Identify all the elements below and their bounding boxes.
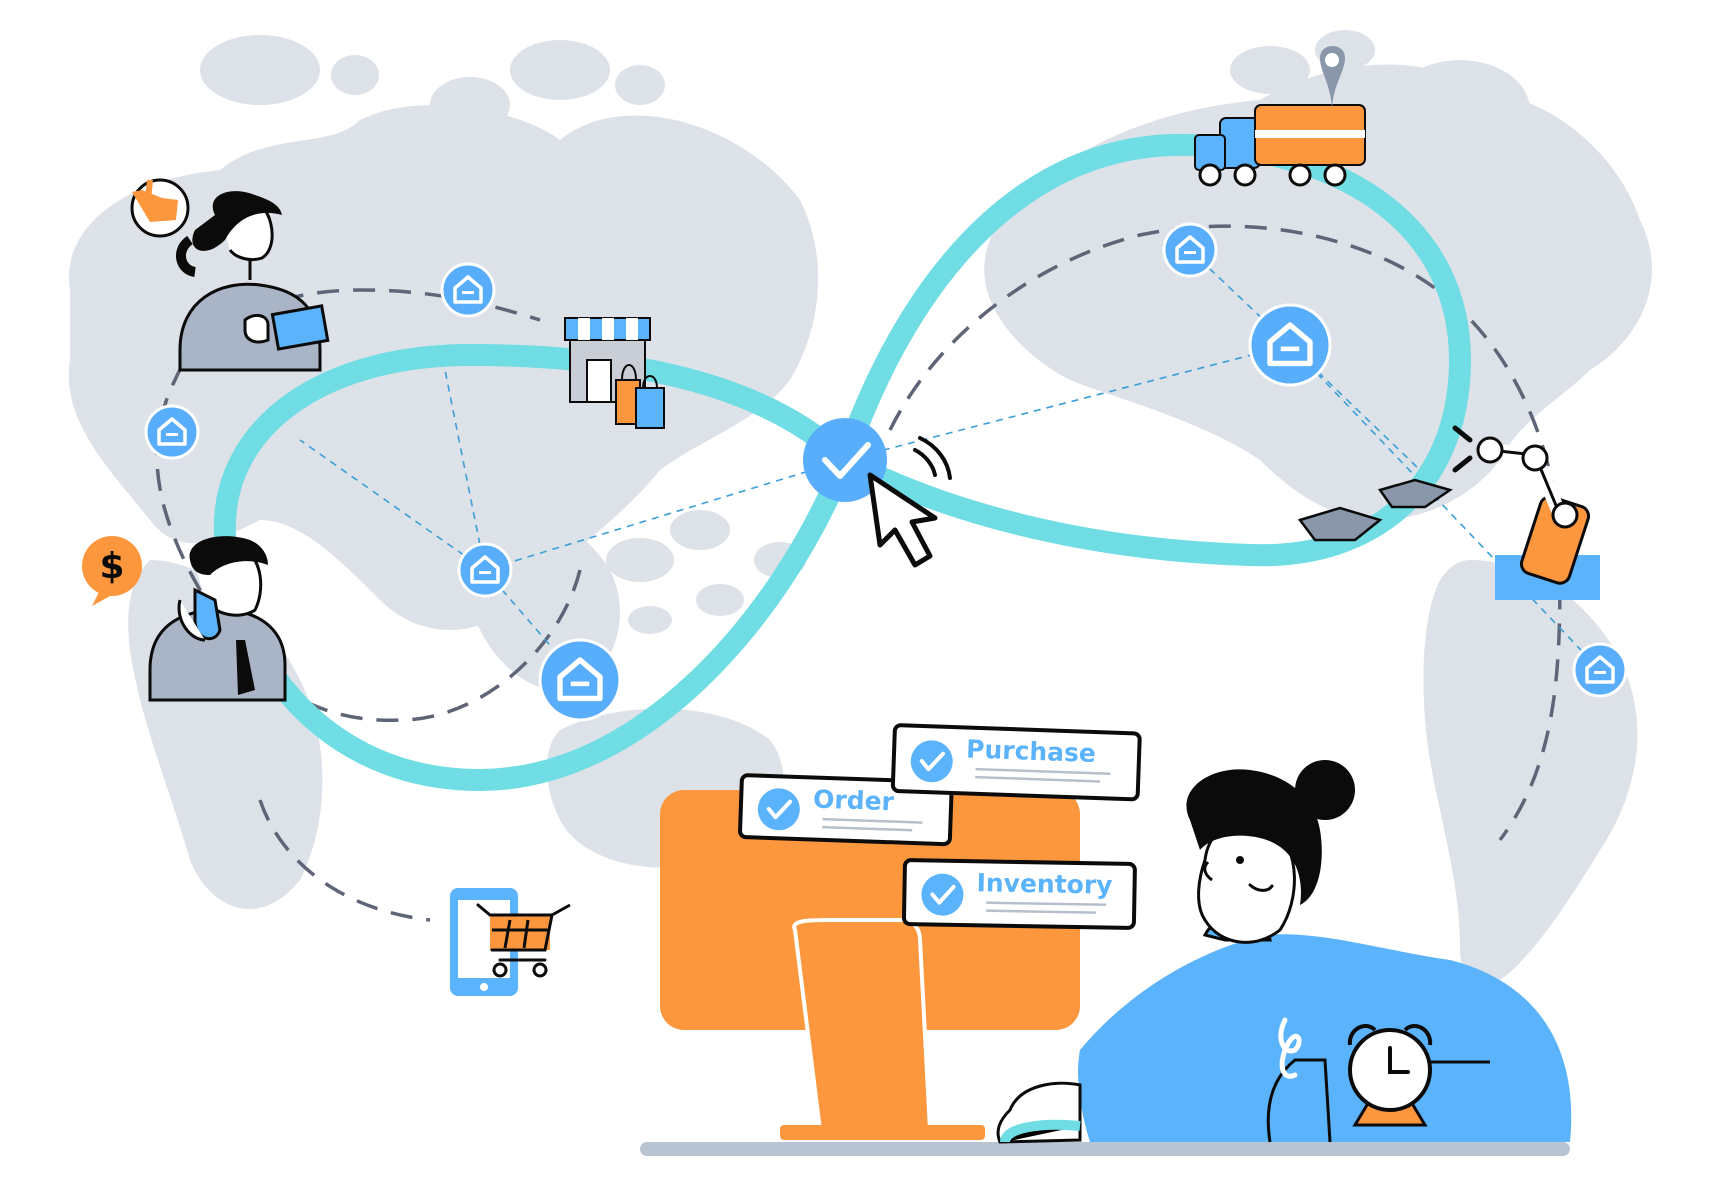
thumbs-up-bubble-icon: [130, 178, 190, 238]
truck-icon: [1194, 104, 1366, 187]
person-worker: [996, 760, 1572, 1144]
warehouse-icon: [144, 404, 200, 460]
phone-cart-icon: [450, 888, 571, 996]
svg-text:$: $: [99, 546, 124, 587]
computer-monitor: [660, 790, 1080, 1140]
task-card-label: Purchase: [966, 735, 1097, 769]
desk-surface: [640, 1142, 1570, 1156]
location-pin-icon: [1320, 46, 1345, 110]
task-card-label: Inventory: [976, 868, 1112, 899]
task-card-label: Order: [813, 785, 895, 817]
check-icon: [822, 442, 871, 479]
warehouse-icon: [1248, 303, 1332, 387]
task-card-purchase[interactable]: Purchase: [890, 723, 1142, 802]
warehouse-icon: [538, 638, 622, 722]
route-dashed-left: [155, 288, 582, 722]
route-dashed-bottom-left: [258, 799, 431, 922]
check-icon: [910, 740, 953, 783]
warehouse-nodes: [144, 222, 1628, 722]
tray-icon: [1297, 478, 1453, 542]
brand-logo-icon: [1278, 1017, 1302, 1079]
warehouse-icon: [1572, 642, 1628, 698]
warehouse-icon: [457, 542, 513, 598]
robot-arm-icon: [1452, 425, 1600, 600]
alarm-clock-icon: [1347, 1024, 1490, 1127]
check-icon: [921, 873, 964, 916]
warehouse-icon: [1162, 222, 1218, 278]
warehouse-icon: [440, 262, 496, 318]
dollar-bubble-icon: $: [82, 536, 142, 606]
person-phone-caller: [148, 536, 287, 702]
cursor-icon: [867, 436, 952, 568]
store-icon: [564, 317, 665, 429]
task-card-inventory[interactable]: Inventory: [901, 858, 1137, 930]
person-shipper: [176, 191, 330, 372]
check-icon: [757, 788, 800, 831]
center-check-node[interactable]: [803, 418, 887, 502]
